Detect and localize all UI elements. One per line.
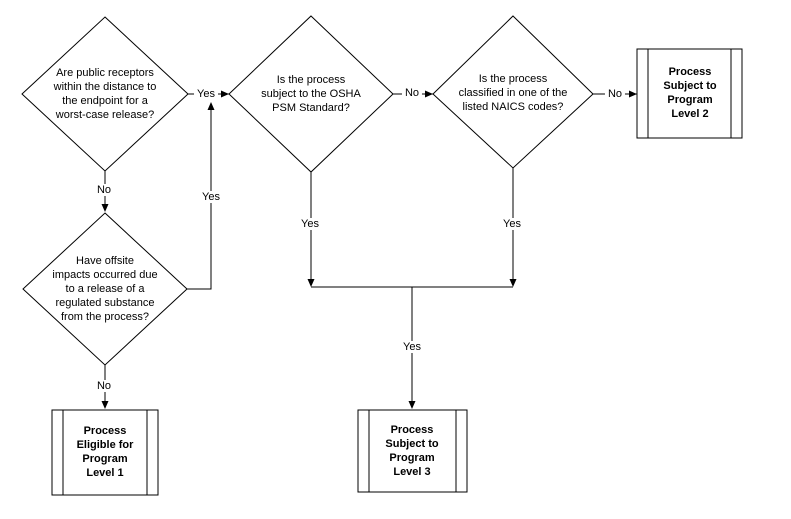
arrowhead-into-level-1	[101, 401, 109, 409]
arrowhead-into-naics	[425, 90, 433, 98]
arrowhead-naics-yes-into-merge	[509, 279, 517, 287]
node-shapes	[21, 15, 743, 496]
arrowhead-into-level-3	[408, 401, 416, 409]
decision-naics-shape	[432, 15, 594, 169]
connector-lines	[104, 93, 637, 401]
arrowhead-osha-yes-into-merge	[307, 279, 315, 287]
edge-offsite-impacts-yes	[187, 110, 212, 290]
decision-osha-psm-shape	[228, 15, 394, 173]
process-level-1-shape	[51, 409, 159, 496]
arrowhead-into-osha-psm	[221, 90, 229, 98]
decision-offsite-impacts-shape	[22, 212, 188, 366]
arrowheads	[101, 90, 637, 409]
process-level-3-shape	[357, 409, 468, 493]
arrowhead-up-into-yes-line	[207, 102, 215, 110]
arrowhead-into-level-2	[629, 90, 637, 98]
arrowhead-into-offsite-impacts	[101, 204, 109, 212]
process-level-2-shape	[636, 48, 743, 139]
decision-public-receptors-shape	[21, 16, 189, 172]
